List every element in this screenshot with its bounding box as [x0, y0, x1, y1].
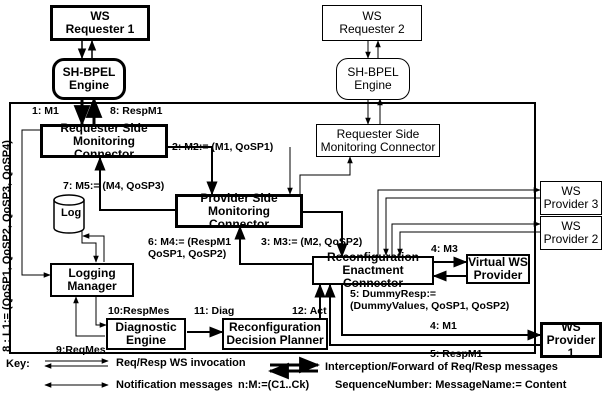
ws-provider-1: WS Provider 1 [540, 320, 602, 359]
key-notification: Notification messages [116, 379, 233, 391]
key-notation-long: SequenceNumber: MessageName:= Content [335, 379, 567, 391]
label-reqmes: 9:ReqMes [56, 344, 106, 356]
label-m2: 2: M2:= (M1, QoSP1) [172, 141, 274, 153]
log-label: Log [61, 207, 82, 219]
diagnostic-engine: Diagnostic Engine [106, 318, 186, 350]
key-interception: Interception/Forward of Req/Resp message… [325, 361, 558, 373]
ws-provider-3: WS Provider 3 [540, 181, 602, 215]
label-respm1-top: 8: RespM1 [110, 105, 163, 117]
label-act: 12: Act [292, 305, 327, 317]
label-respmes: 10:RespMes [108, 305, 170, 317]
ws-provider-2: WS Provider 2 [540, 216, 602, 250]
label-dummy-resp: 5: DummyResp:= (DummyValues, QoSP1, QoSP… [350, 288, 510, 312]
virtual-ws-provider: Virtual WS Provider [466, 254, 530, 284]
logging-manager: Logging Manager [50, 263, 134, 297]
label-m4: 6: M4:= (RespM1 QoSP1, QoSP2) [148, 236, 232, 260]
sh-bpel-boundary [9, 102, 536, 354]
label-m1-bottom: 4: M1 [430, 320, 457, 332]
label-m1-top: 1: M1 [32, 105, 59, 117]
sh-bpel-engine-2: SH-BPEL Engine [336, 58, 410, 100]
requester-side-monitoring-connector-1: Requester Side Monitoring Connector [40, 121, 168, 160]
label-m3-virtual: 4: M3 [431, 243, 458, 255]
label-m5: 7: M5:= (M4, QoSP3) [63, 180, 165, 192]
reconfiguration-enactment-connector: Reconfiguration Enactment Connector [312, 251, 434, 290]
key-req-resp: Req/Resp WS invocation [116, 357, 246, 369]
log-database-icon [53, 194, 85, 234]
provider-side-monitoring-connector: Provider Side Monitoring Connector [175, 191, 303, 230]
label-diag: 11: Diag [194, 305, 235, 317]
ws-requester-1: WS Requester 1 [50, 5, 150, 41]
key-title: Key: [6, 358, 30, 370]
requester-side-monitoring-connector-2: Requester Side Monitoring Connector [316, 124, 440, 157]
sh-bpel-engine-1: SH-BPEL Engine [52, 58, 126, 100]
reconfiguration-decision-planner: Reconfiguration Decision Planner [222, 318, 328, 350]
ws-requester-2: WS Requester 2 [322, 5, 422, 41]
key-notation-short: n:M:=(C1..Ck) [238, 379, 310, 391]
label-m3: 3: M3:= (M2, QoSP2) [261, 236, 363, 248]
label-respm1-bottom: 5: RespM1 [430, 348, 483, 360]
label-l1: 8 : L1:= (QoSP1, QoSP2, QoSP3, QoSP4) [1, 140, 13, 352]
